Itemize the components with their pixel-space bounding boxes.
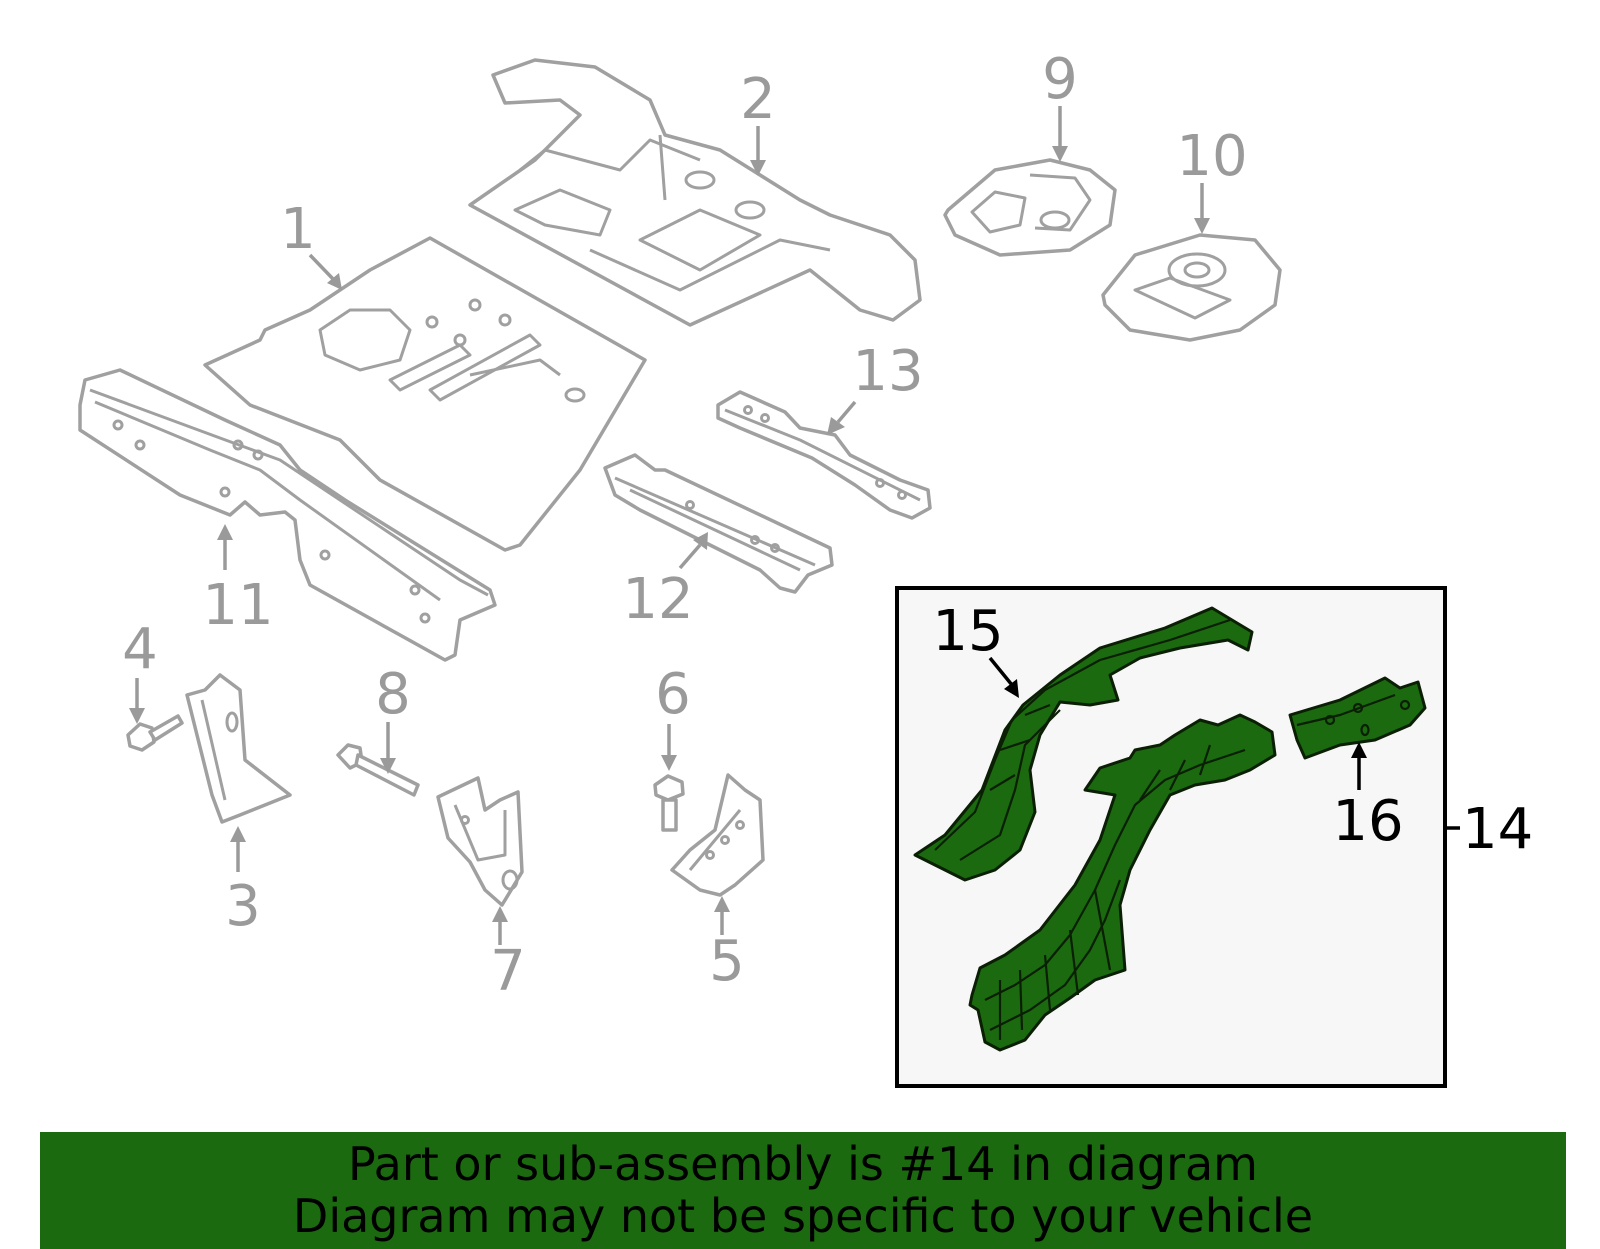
callout-4: 4	[122, 617, 158, 724]
callout-16: 16	[1332, 742, 1404, 854]
callout-label-15: 15	[932, 599, 1003, 664]
callout-13: 13	[827, 339, 924, 435]
part-6-bolt[interactable]	[653, 774, 685, 832]
banner-line-2: Diagram may not be specific to your vehi…	[292, 1189, 1314, 1243]
callout-label-1: 1	[280, 197, 316, 262]
part-10-spare-wheel-well[interactable]	[1101, 233, 1282, 342]
part-3-bracket[interactable]	[185, 673, 292, 824]
callout-label-8: 8	[375, 662, 411, 727]
part-12-crossmember[interactable]	[603, 453, 834, 594]
part-2-rear-floor-pan[interactable]	[468, 58, 922, 327]
callout-label-13: 13	[852, 339, 923, 404]
part-16-bracket[interactable]	[1288, 676, 1427, 760]
callout-label-2: 2	[740, 67, 776, 132]
callout-5: 5	[709, 896, 745, 994]
callout-12: 12	[622, 532, 708, 632]
part-15-rail-extension[interactable]	[913, 606, 1254, 882]
part-13-crossmember[interactable]	[716, 390, 932, 520]
callout-3: 3	[225, 826, 261, 939]
callout-label-3: 3	[225, 874, 261, 939]
callout-label-7: 7	[490, 939, 526, 1004]
callout-14: 14	[1443, 797, 1533, 862]
callout-label-16: 16	[1332, 789, 1403, 854]
callout-label-11: 11	[202, 573, 273, 638]
banner-line-1: Part or sub-assembly is #14 in diagram	[348, 1137, 1258, 1191]
callout-label-4: 4	[122, 617, 158, 682]
callout-9: 9	[1042, 47, 1078, 162]
parts-diagram: 2 9 10 1	[78, 47, 1533, 1088]
part-5-bracket[interactable]	[670, 773, 765, 897]
part-11-side-member[interactable]	[78, 368, 497, 662]
callout-8: 8	[375, 662, 411, 774]
part-8-bolt[interactable]	[336, 743, 420, 797]
callout-label-5: 5	[709, 929, 745, 994]
part-4-bolt[interactable]	[126, 714, 184, 752]
part-14-rear-rail[interactable]	[968, 713, 1277, 1052]
callout-label-10: 10	[1176, 124, 1247, 189]
part-1-floor-pan[interactable]	[203, 236, 647, 552]
part-7-bracket[interactable]	[436, 776, 524, 907]
callout-11: 11	[202, 524, 274, 638]
callout-label-9: 9	[1042, 47, 1078, 112]
callout-6: 6	[655, 662, 691, 771]
callout-15: 15	[932, 599, 1019, 698]
part-9-floor-panel[interactable]	[943, 158, 1117, 257]
callout-label-14: 14	[1462, 797, 1533, 862]
info-banner: Part or sub-assembly is #14 in diagram D…	[40, 1132, 1566, 1249]
callout-1: 1	[280, 197, 342, 290]
callout-2: 2	[740, 67, 776, 176]
callout-label-12: 12	[622, 567, 693, 632]
callout-7: 7	[490, 906, 526, 1004]
callout-10: 10	[1176, 124, 1248, 234]
callout-label-6: 6	[655, 662, 691, 727]
